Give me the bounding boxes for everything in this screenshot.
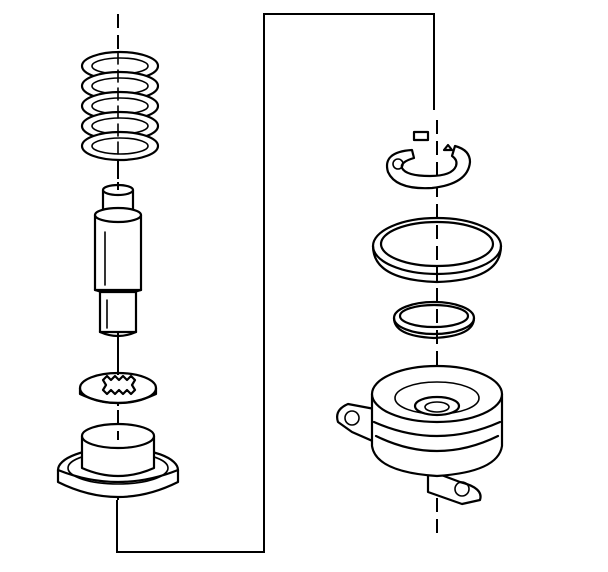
flanged-housing-icon xyxy=(336,364,504,506)
small-o-ring-icon xyxy=(392,300,476,340)
cap-with-flange-icon xyxy=(56,410,180,499)
coil-spring-icon xyxy=(80,50,160,162)
serrated-washer-icon xyxy=(78,340,158,405)
connector-line xyxy=(116,13,435,553)
retaining-clip-icon xyxy=(385,130,472,190)
cylindrical-pin-icon xyxy=(93,165,143,338)
o-ring-icon xyxy=(371,216,503,284)
